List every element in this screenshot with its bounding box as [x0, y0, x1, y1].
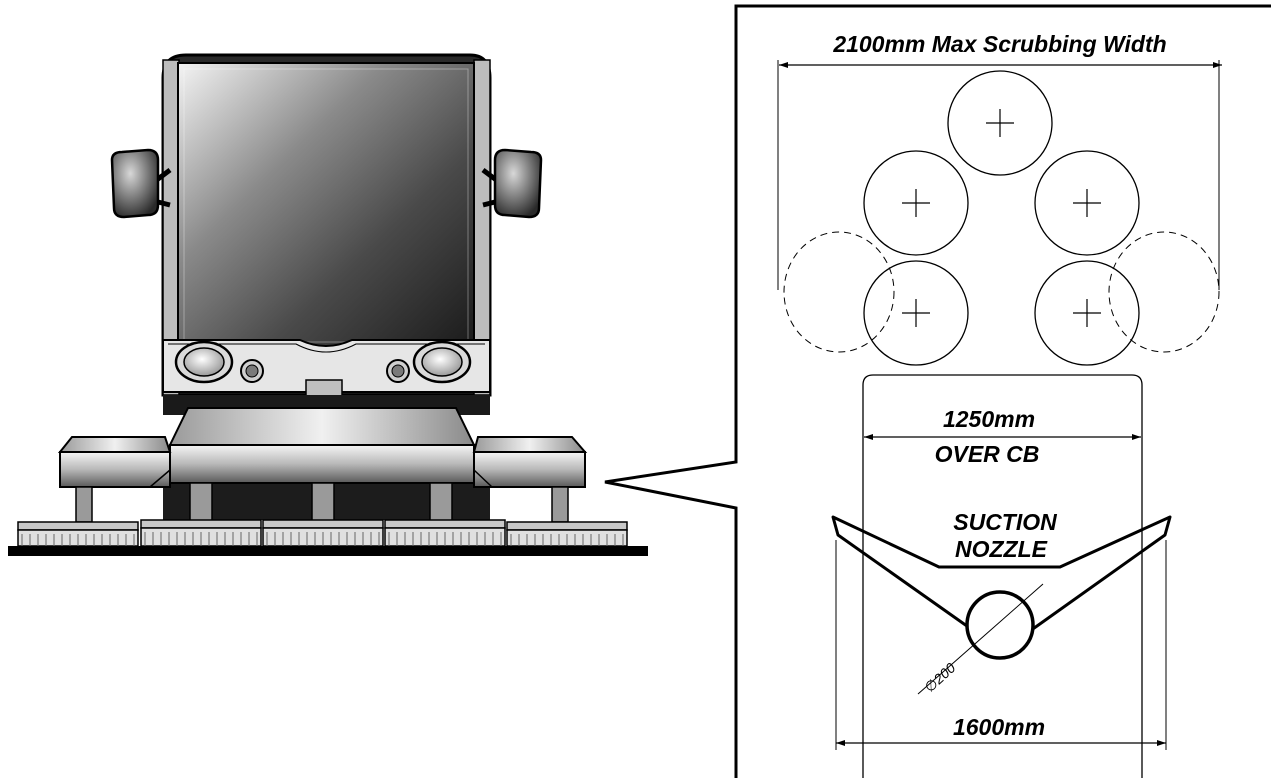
brush-circle-upper-right [1034, 150, 1140, 256]
brush-circle-lower-left [863, 260, 969, 366]
bottom-width-label: 1600mm [953, 714, 1045, 740]
mirror-left [110, 148, 172, 219]
nozzle-pipe [965, 590, 1035, 660]
scrub-deck-center [168, 407, 476, 446]
side-brush-head-left [57, 436, 172, 488]
brush-circles [863, 70, 1140, 366]
nozzle-diameter-label: ∅200 [921, 659, 958, 695]
cb-over-label: OVER CB [935, 441, 1040, 467]
ground-line [8, 546, 648, 556]
brush-extended-left [783, 231, 895, 353]
brush-circle-top [947, 70, 1053, 176]
machine-front-view [8, 53, 648, 556]
scrub-width-label: 2100mm Max Scrubbing Width [832, 31, 1166, 57]
windscreen [177, 62, 475, 349]
brush-extended-right [1108, 231, 1220, 353]
machine-body-outline [862, 374, 1143, 778]
nozzle-label-line2: NOZZLE [955, 536, 1048, 562]
callout-frame [604, 4, 1271, 778]
brush-discs [17, 519, 628, 547]
brush-posts [75, 482, 569, 523]
brush-circle-lower-right [1034, 260, 1140, 366]
cb-width-label: 1250mm [943, 406, 1035, 432]
side-brush-head-right [472, 436, 588, 488]
bristle-texture [21, 532, 624, 546]
brush-circle-upper-left [863, 150, 969, 256]
mirror-right [481, 148, 543, 219]
brush-center-marks [902, 109, 1101, 327]
nozzle-label-line1: SUCTION [953, 509, 1057, 535]
nozzle-diameter-leader [917, 583, 1044, 695]
plan-view: 2100mm Max Scrubbing Width 1250mm OVER C… [777, 31, 1222, 778]
